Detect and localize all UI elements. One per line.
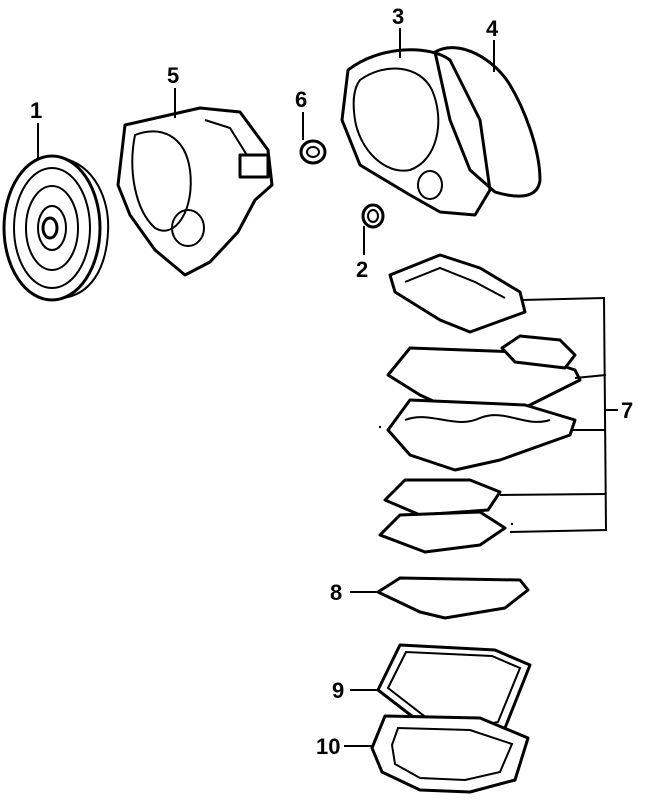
oil-pan	[370, 714, 530, 794]
lower-valve-body	[386, 398, 577, 472]
callout-1: 1	[30, 98, 42, 123]
solenoid-block	[500, 334, 577, 370]
callout-10: 10	[316, 734, 340, 759]
callout-7: 7	[621, 398, 633, 423]
upper-valve-body	[388, 253, 527, 334]
callout-3: 3	[392, 4, 404, 29]
callout-4: 4	[486, 16, 499, 41]
separator-plate	[383, 478, 502, 517]
bushing	[361, 203, 385, 229]
transmission-filter	[376, 576, 530, 620]
callout-6: 6	[295, 87, 307, 112]
callout-2: 2	[356, 257, 368, 282]
seal	[299, 139, 327, 165]
transmission-case	[116, 106, 274, 277]
valve-body-gasket	[378, 510, 507, 554]
converter-housing	[340, 48, 492, 217]
callout-5: 5	[167, 63, 179, 88]
callout-9: 9	[332, 678, 344, 703]
callout-7-bracket	[499, 296, 618, 533]
callout-8: 8	[330, 580, 342, 605]
valve-body-assembly	[378, 253, 582, 554]
housing-gasket	[433, 46, 542, 198]
torque-converter	[2, 154, 110, 302]
